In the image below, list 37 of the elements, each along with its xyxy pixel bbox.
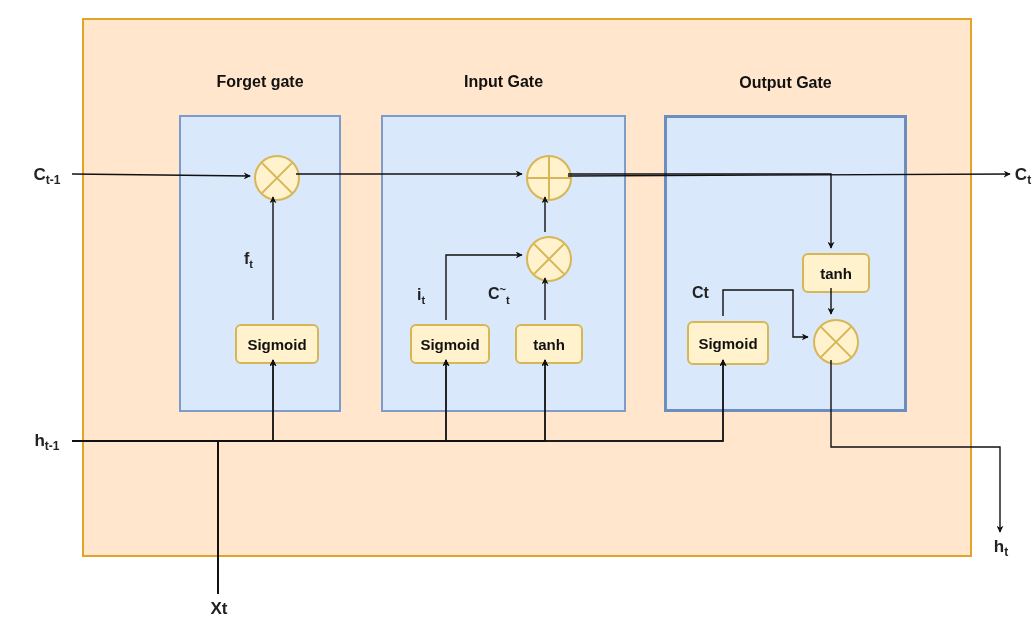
- cell-frame: [82, 18, 972, 557]
- signal-label: C$_{t}$: [1014, 164, 1032, 188]
- edge-label: i$_{t}$: [417, 286, 426, 307]
- activation-box: [410, 324, 490, 364]
- activation-box: [235, 324, 319, 364]
- multiply-operator-circle: [813, 319, 859, 365]
- gate-heading: Input Gate: [462, 73, 545, 91]
- arrow: [541, 277, 549, 321]
- edge-label: Ct: [692, 284, 709, 302]
- activation-box: [687, 321, 769, 365]
- arrow: [567, 170, 1011, 178]
- gate-heading: Output Gate: [738, 74, 833, 92]
- function-label: tanh: [533, 335, 565, 353]
- arrow: [541, 196, 549, 233]
- signal-label: h$_{t-1}$: [34, 430, 60, 454]
- multiply-operator-circle: [526, 236, 572, 282]
- add-operator-circle: [526, 155, 572, 201]
- arrow: [827, 287, 835, 315]
- function-label: Sigmoid: [420, 335, 480, 353]
- arrow: [445, 251, 523, 321]
- arrow: [269, 196, 277, 321]
- arrow: [567, 173, 835, 249]
- arrow: [722, 289, 809, 341]
- function-label: Sigmoid: [247, 335, 307, 353]
- edge-label: f$_{t}$: [244, 250, 253, 271]
- arrow: [295, 170, 523, 178]
- multiply-operator-circle: [254, 155, 300, 201]
- signal-label: h$_{t}$: [993, 536, 1009, 560]
- activation-box: [802, 253, 870, 293]
- activation-box: [515, 324, 583, 364]
- arrow: [71, 172, 251, 180]
- function-label: Sigmoid: [698, 334, 758, 352]
- signal-label: Xt: [210, 599, 228, 619]
- arrow: [830, 359, 1004, 533]
- signal-label: C$_{t-1}$: [33, 164, 61, 188]
- function-label: tanh: [820, 264, 852, 282]
- gate-heading: Forget gate: [215, 73, 305, 91]
